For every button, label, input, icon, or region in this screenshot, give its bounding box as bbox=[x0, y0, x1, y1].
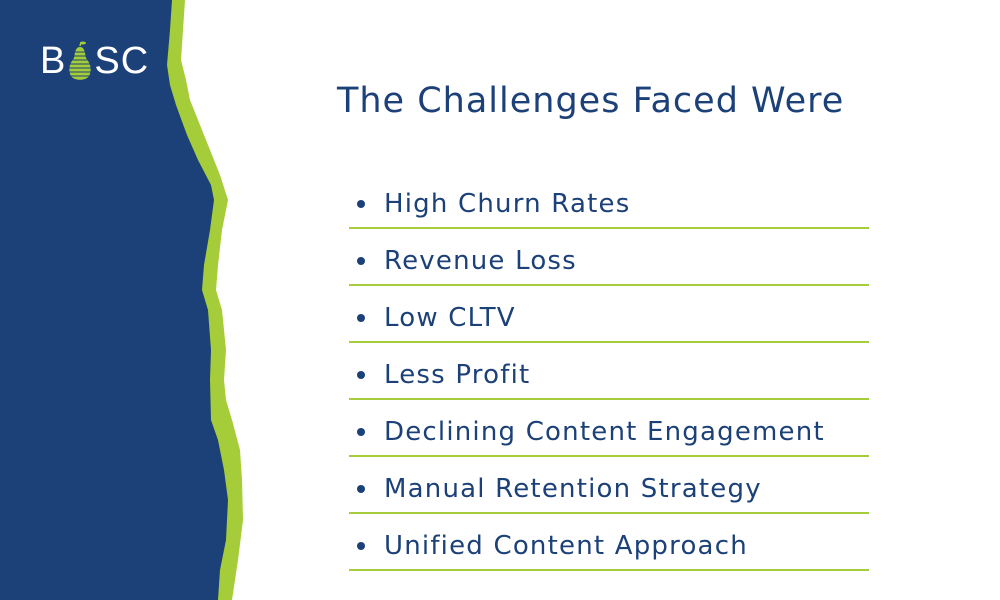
bullet-icon bbox=[357, 427, 365, 436]
list-item: High Churn Rates bbox=[349, 172, 869, 229]
bullet-icon bbox=[357, 370, 365, 379]
bullet-icon bbox=[357, 541, 365, 550]
torn-edge-background bbox=[0, 0, 243, 600]
logo-letters-sc: SC bbox=[94, 39, 150, 82]
bullet-icon bbox=[357, 256, 365, 265]
list-item-label: Low CLTV bbox=[384, 302, 516, 333]
list-item-label: Less Profit bbox=[384, 359, 531, 390]
list-item: Less Profit bbox=[349, 343, 869, 400]
list-item: Revenue Loss bbox=[349, 229, 869, 286]
list-item: Unified Content Approach bbox=[349, 514, 869, 571]
challenges-list: High Churn Rates Revenue Loss Low CLTV L… bbox=[349, 172, 869, 571]
bullet-icon bbox=[357, 199, 365, 208]
logo-letter-b: B bbox=[40, 39, 67, 82]
list-item-label: Revenue Loss bbox=[384, 245, 577, 276]
page-title: The Challenges Faced Were bbox=[337, 81, 845, 122]
bullet-icon bbox=[357, 484, 365, 493]
list-item-label: Unified Content Approach bbox=[384, 530, 748, 561]
list-item: Low CLTV bbox=[349, 286, 869, 343]
list-item: Manual Retention Strategy bbox=[349, 457, 869, 514]
bullet-icon bbox=[357, 313, 365, 322]
bosc-logo: B SC bbox=[40, 38, 149, 84]
list-item-label: Declining Content Engagement bbox=[384, 416, 825, 447]
list-item-label: Manual Retention Strategy bbox=[384, 473, 762, 504]
list-item-label: High Churn Rates bbox=[384, 188, 631, 219]
list-item: Declining Content Engagement bbox=[349, 400, 869, 457]
pear-icon bbox=[67, 41, 94, 80]
